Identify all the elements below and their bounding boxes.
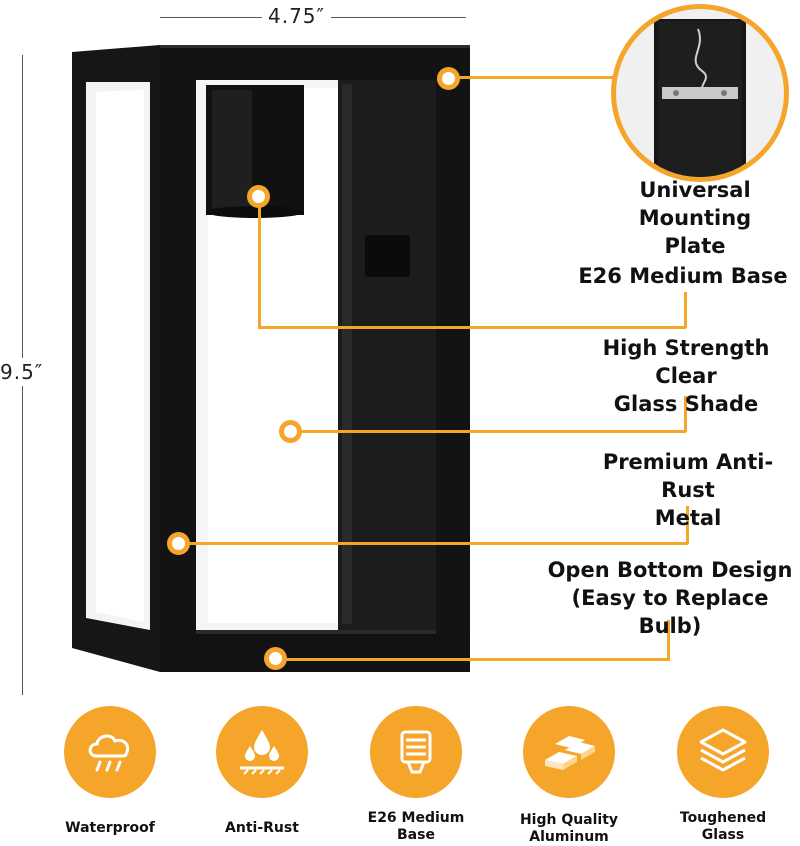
bulb-base-icon [370, 706, 462, 798]
feature-label-mounting: Universal Mounting Plate [638, 178, 752, 258]
height-dimension-label: 9.5″ [0, 358, 44, 386]
leader-line-bottom-up [667, 620, 670, 660]
icon-label-glass: Toughened Glass [679, 810, 767, 843]
icon-label-e26-base: E26 Medium Base [367, 810, 465, 843]
callout-dot-mounting [437, 67, 460, 90]
leader-line-base-horizontal [258, 326, 686, 329]
callout-dot-glass [279, 420, 302, 443]
leader-line-bottom-horizontal [276, 658, 670, 661]
leader-line-base-vertical [258, 196, 261, 328]
leader-line-glass-horizontal [290, 430, 686, 433]
aluminum-bars-icon [523, 706, 615, 798]
icon-label-anti-rust: Anti-Rust [225, 820, 299, 836]
leader-line-metal-horizontal [180, 542, 688, 545]
leader-line-mounting [450, 76, 615, 79]
mounting-plate-inset [611, 4, 789, 182]
leader-line-base-up [684, 292, 687, 328]
callout-dot-bottom [264, 647, 287, 670]
leader-line-metal-up [686, 506, 689, 544]
feature-label-bottom: Open Bottom Design (Easy to Replace Bulb… [547, 558, 793, 638]
callout-dot-metal [167, 532, 190, 555]
mounting-plate-image [654, 19, 746, 177]
glass-layers-icon [677, 706, 769, 798]
icon-label-waterproof: Waterproof [65, 820, 155, 836]
width-dimension-label: 4.75″ [262, 4, 332, 28]
leader-line-glass-up [684, 396, 687, 432]
feature-label-glass: High Strength Clear Glass Shade [602, 336, 770, 416]
feature-label-metal: Premium Anti-Rust Metal [602, 450, 774, 530]
cloud-rain-icon [64, 706, 156, 798]
feature-label-base: E26 Medium Base [578, 264, 788, 288]
anti-rust-icon [216, 706, 308, 798]
icon-label-aluminum: High Quality Aluminum [519, 812, 619, 845]
callout-dot-base [247, 185, 270, 208]
lantern-illustration [72, 45, 470, 672]
